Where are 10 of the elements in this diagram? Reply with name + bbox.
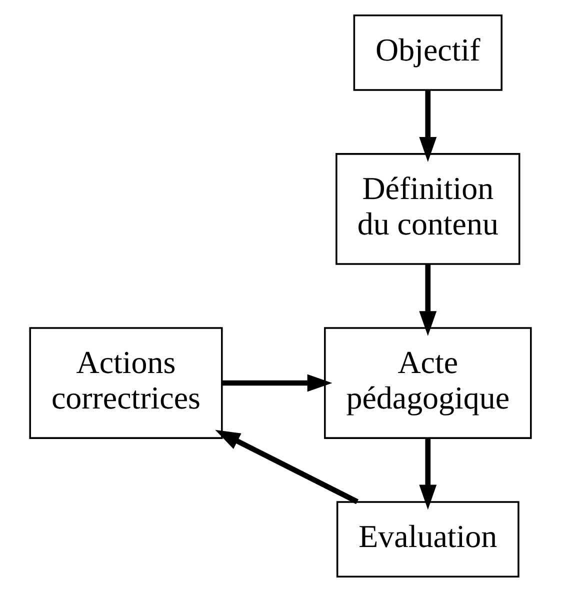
arrow (419, 90, 437, 162)
arrow (222, 374, 332, 392)
arrow (215, 430, 358, 504)
node-box: Définition du contenu (336, 153, 520, 265)
arrow (419, 264, 437, 336)
arrow (419, 438, 437, 510)
node-box: Acte pédagogique (324, 327, 532, 439)
node-box: Evaluation (336, 501, 520, 578)
node-box: Actions correctrices (29, 327, 223, 439)
node-box: Objectif (353, 14, 502, 91)
